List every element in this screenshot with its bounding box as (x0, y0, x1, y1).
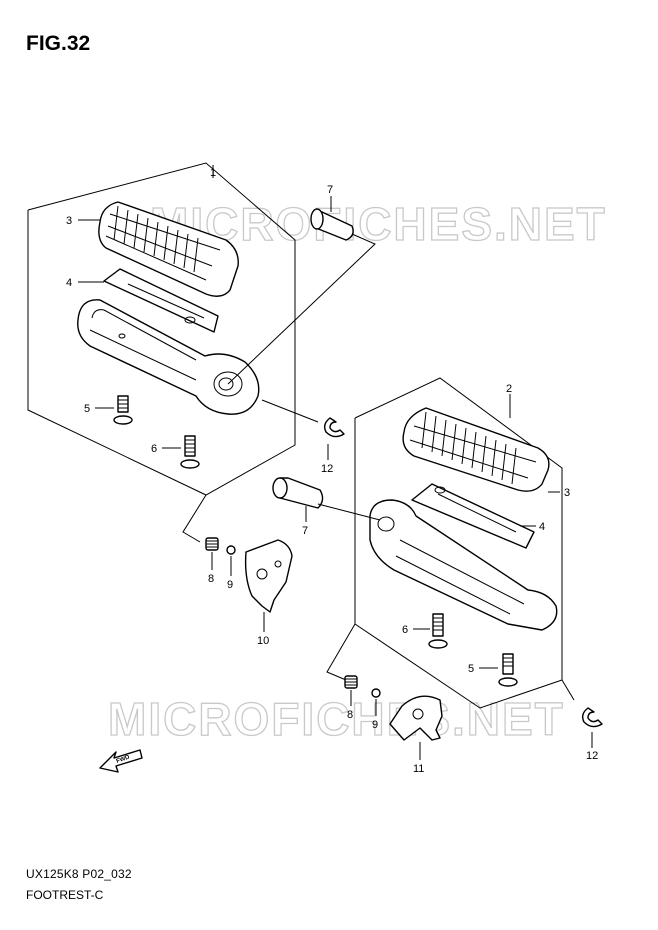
callout-11: 11 (413, 763, 424, 775)
figure-title: FIG.32 (26, 32, 91, 55)
spring-right-8 (344, 675, 358, 706)
fwd-arrow-icon: FWD (99, 749, 143, 773)
callout-12-left: 12 (321, 463, 333, 475)
callout-1: 1 (210, 167, 216, 179)
callout-6-right: 6 (402, 624, 408, 636)
callout-4-right: 4 (539, 521, 545, 533)
clip-left-12 (261, 399, 345, 460)
callout-12-right: 12 (586, 750, 598, 762)
bolt-right-6 (428, 613, 448, 649)
pin-top-7 (227, 196, 376, 385)
clip-right-12 (581, 707, 603, 748)
footrest-assembly-right (326, 377, 575, 709)
spring-left-8 (205, 537, 219, 570)
callout-3-right: 3 (564, 487, 570, 499)
footrest-assembly-left (27, 162, 296, 543)
callout-9-left: 9 (227, 579, 233, 591)
ball-left-9 (226, 545, 236, 576)
plate-left-10 (244, 539, 293, 632)
bolt-right-5 (498, 653, 518, 687)
callout-9-right: 9 (372, 719, 378, 731)
pin-lower-7 (272, 477, 381, 522)
footrest-plate-right (411, 483, 535, 549)
callout-3-left: 3 (66, 215, 72, 227)
callout-5-right: 5 (468, 663, 474, 675)
fwd-label: FWD (116, 754, 132, 765)
footrest-rubber-right (402, 407, 550, 492)
plate-right-11 (389, 695, 443, 760)
callout-7-lower: 7 (302, 525, 308, 537)
bolt-left-6 (180, 435, 200, 469)
callout-2: 2 (506, 383, 512, 395)
bolt-left-5 (113, 395, 133, 425)
model-code: UX125K8 P02_032 (26, 867, 132, 881)
callout-8-left: 8 (208, 573, 214, 585)
footrest-bracket-right (369, 499, 558, 631)
footrest-rubber-left (98, 201, 239, 297)
callout-6-left: 6 (151, 443, 157, 455)
callout-4-left: 4 (66, 277, 72, 289)
callout-8-right: 8 (347, 709, 353, 721)
callout-7-top: 7 (327, 184, 333, 196)
callout-10: 10 (257, 635, 269, 647)
callout-5-left: 5 (84, 403, 90, 415)
page-name: FOOTREST-C (26, 888, 104, 902)
ball-right-9 (371, 688, 381, 716)
watermark-bottom: MICROFICHES.NET (108, 693, 565, 745)
footrest-plate-left (103, 268, 219, 333)
footrest-bracket-left (77, 299, 260, 415)
